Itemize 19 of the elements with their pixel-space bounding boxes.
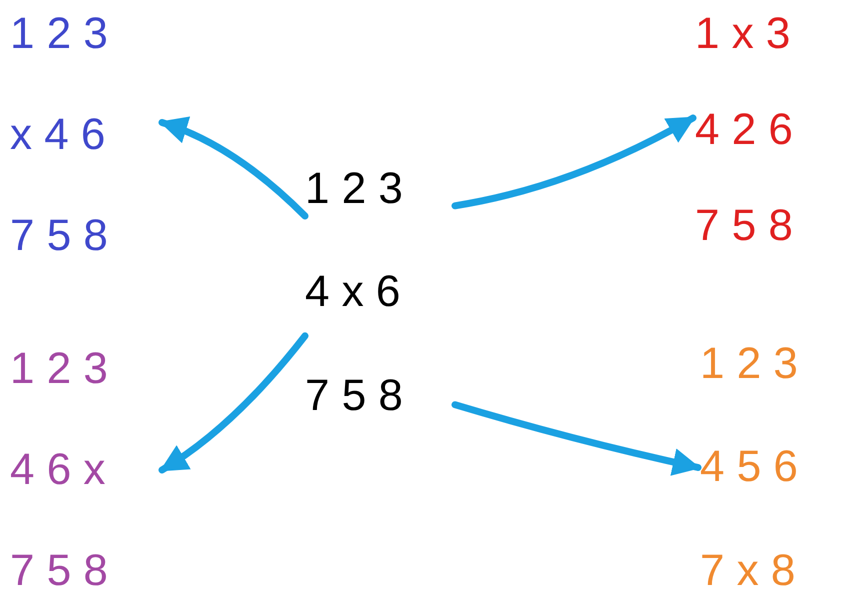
number-row: 4 6 x — [10, 446, 106, 494]
number-row: 7 x 8 — [700, 546, 796, 595]
arrow — [452, 401, 702, 476]
arrow — [158, 332, 308, 474]
number-row: x 4 6 — [10, 110, 106, 160]
arrow — [158, 117, 308, 220]
number-row: 1 2 3 — [10, 345, 108, 394]
number-row: 7 5 8 — [695, 202, 793, 250]
number-row: 1 x 3 — [695, 10, 790, 58]
number-row: 1 2 3 — [305, 165, 403, 214]
number-row: 1 2 3 — [10, 10, 108, 58]
number-row: 1 2 3 — [700, 340, 798, 388]
number-row: 7 5 8 — [305, 372, 403, 420]
number-row: 4 2 6 — [695, 106, 793, 154]
arrow — [452, 114, 696, 210]
number-row: 4 x 6 — [305, 268, 400, 317]
number-row: 7 5 8 — [10, 212, 108, 260]
number-row: 4 5 6 — [700, 443, 798, 492]
number-row: 7 5 8 — [10, 546, 108, 595]
